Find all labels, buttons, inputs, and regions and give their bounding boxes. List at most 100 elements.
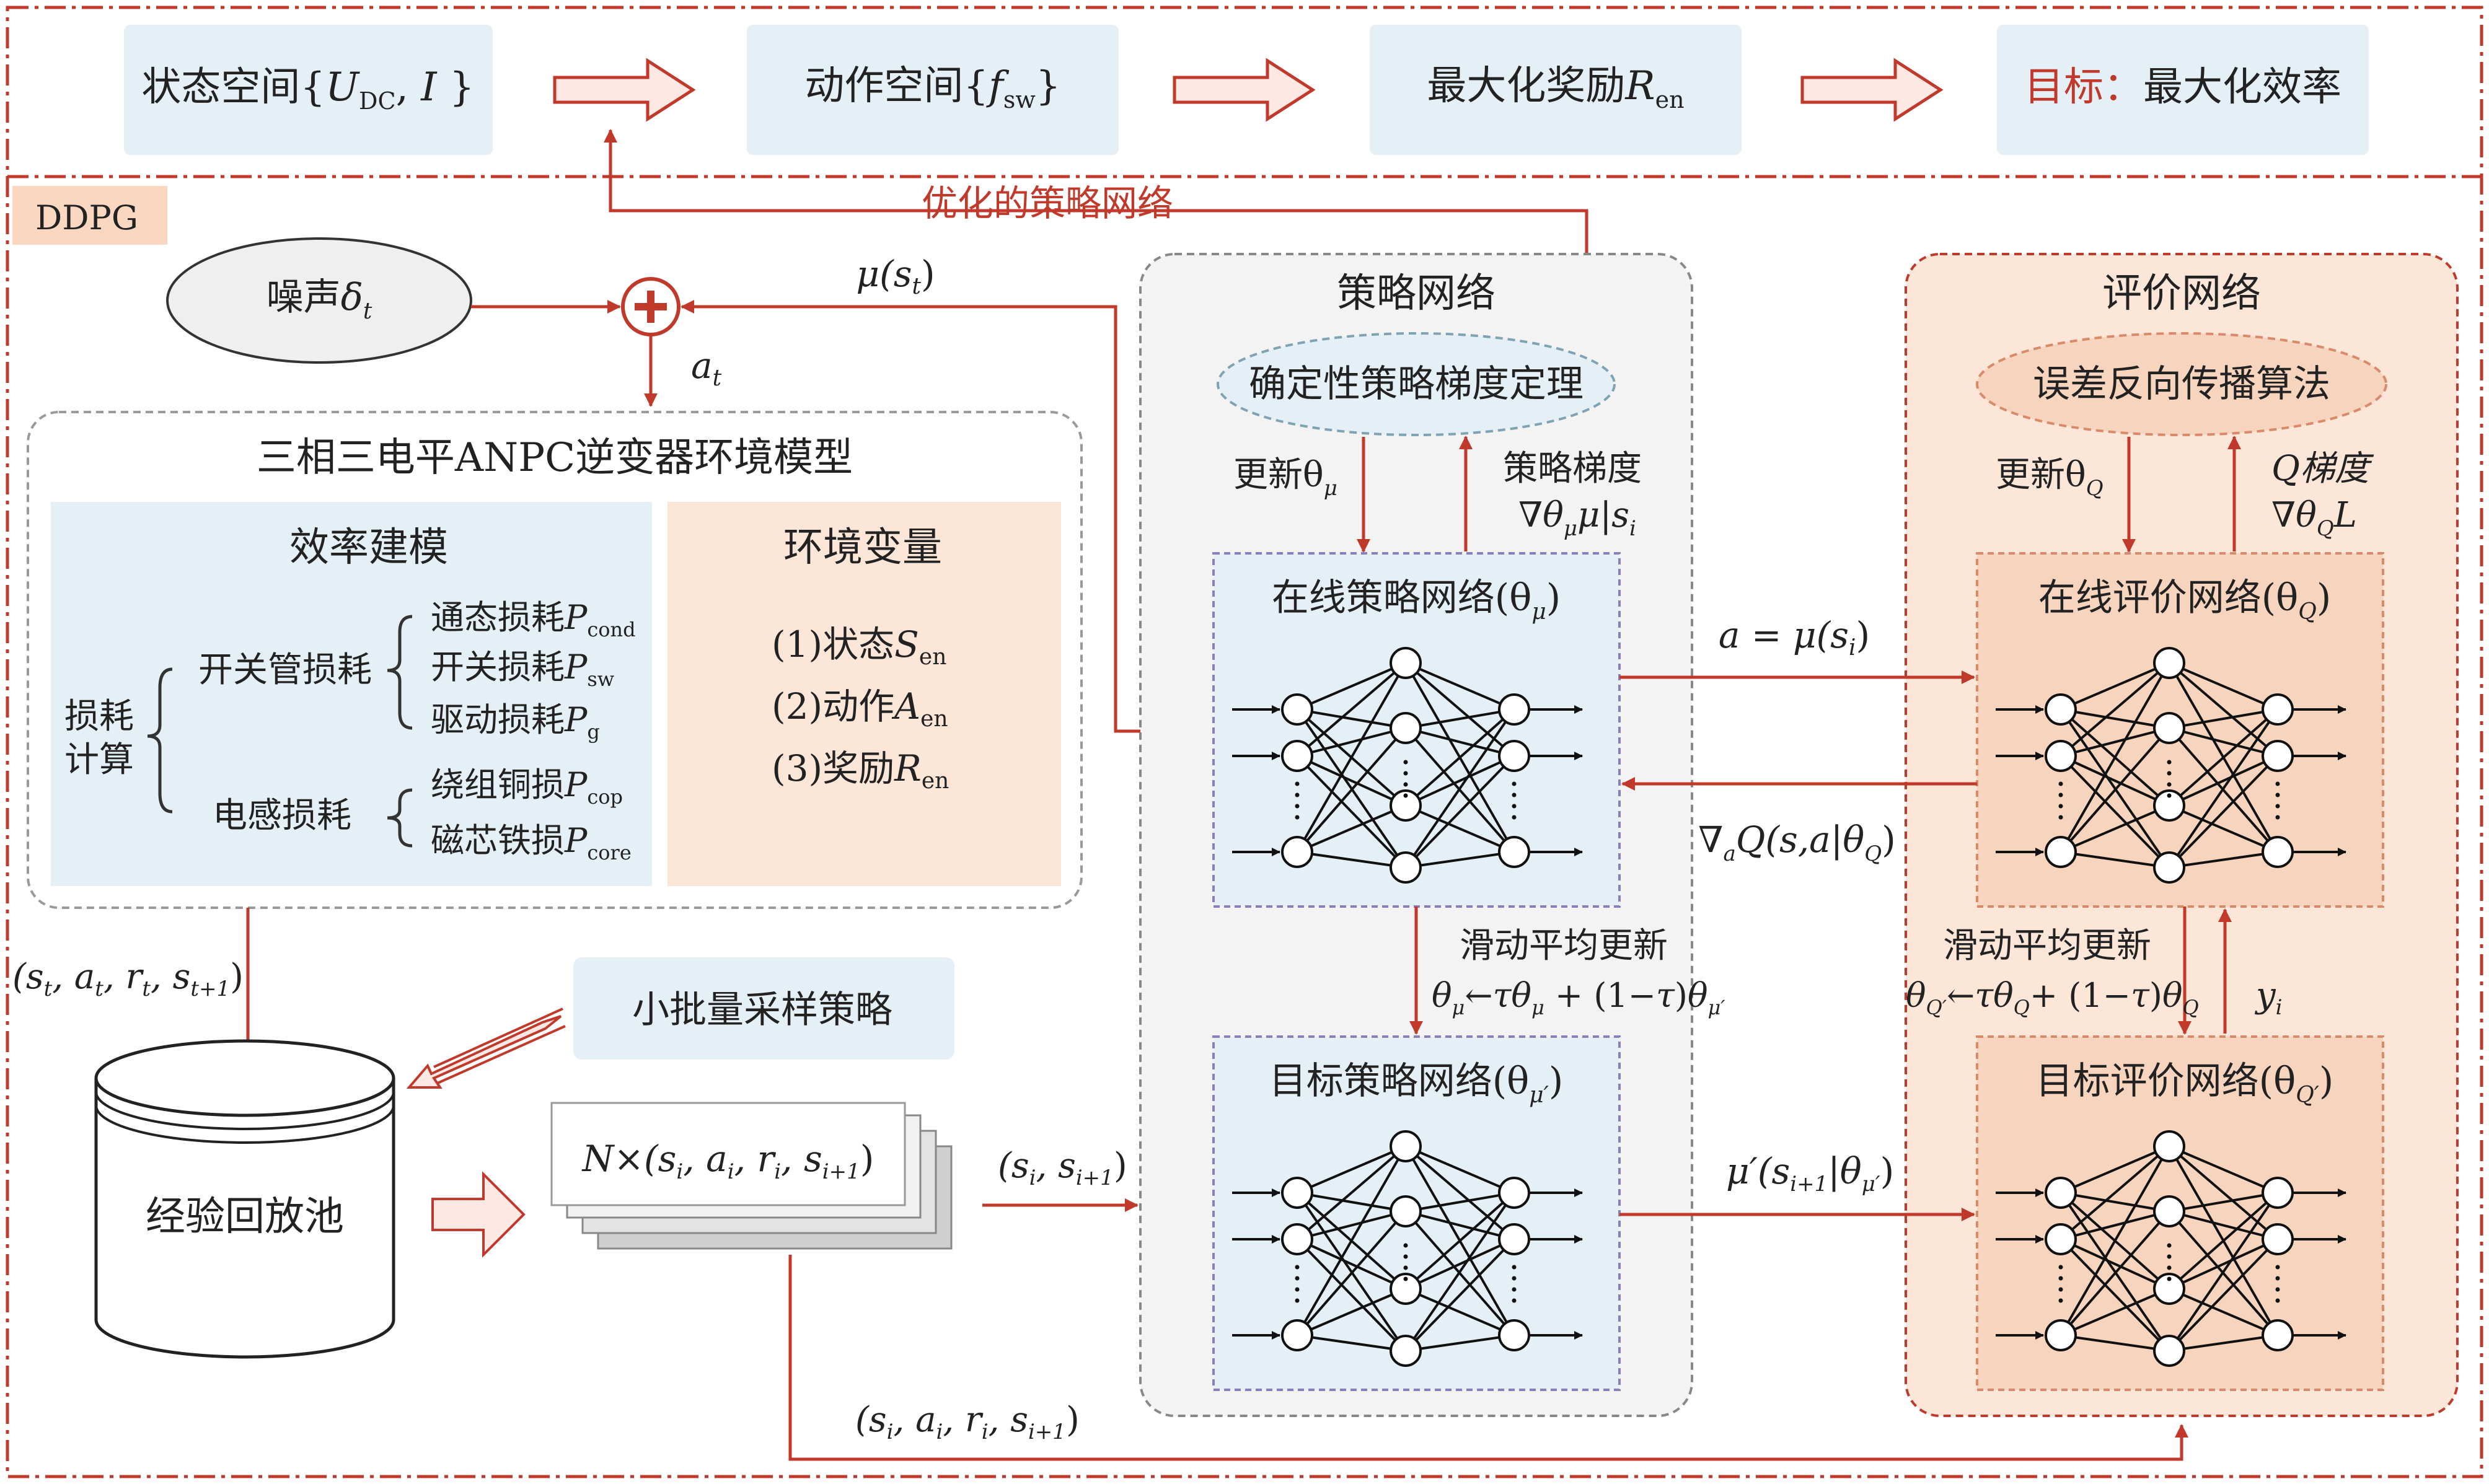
top-flow: 状态空间{UDC, I } 动作空间{fsw} 最大化奖励Ren 目标：最大化效…: [124, 25, 2369, 155]
loss-item-cond: 通态损耗Pcond: [431, 598, 636, 641]
nn-ellipsis-dot: [1512, 1265, 1517, 1270]
nn-ellipsis-dot: [1512, 781, 1517, 786]
critic-gradient-label: Q梯度: [2271, 449, 2374, 489]
action-space-box: [747, 25, 1119, 155]
online-actor-title: 在线策略网络(θμ): [1272, 576, 1561, 625]
nn-node: [1281, 693, 1313, 726]
batch-to-critic: [788, 1255, 2188, 1461]
nn-ellipsis-dot: [1295, 1287, 1300, 1292]
max-reward-label: 最大化奖励Ren: [1427, 63, 1684, 113]
critic-update-label: 更新θQ: [1996, 455, 2104, 501]
nn-ellipsis-dot: [1295, 1265, 1300, 1270]
nn-ellipsis-dot: [2058, 1298, 2063, 1303]
nn-node: [1390, 1273, 1422, 1305]
environment-title: 三相三电平ANPC逆变器环境模型: [257, 435, 853, 481]
nn-node: [2045, 740, 2077, 772]
grad-q-label: ∇aQ(s,a|θQ): [1698, 819, 1896, 866]
nn-node: [1390, 789, 1422, 822]
nn-ellipsis-dot: [1295, 1276, 1300, 1281]
nn-ellipsis-dot: [1512, 804, 1517, 809]
optimized-policy-path: [604, 129, 1588, 255]
nn-node: [1498, 1223, 1530, 1255]
replay-pool-icon: [94, 1039, 395, 1359]
nn-ellipsis-dot: [2058, 815, 2063, 820]
nn-node: [1390, 647, 1422, 679]
nn-connections: [1296, 1145, 1515, 1352]
nn-ellipsis-dot: [1403, 771, 1408, 776]
loss-item-core: 磁芯铁损Pcore: [431, 821, 632, 864]
nn-node: [2153, 712, 2185, 744]
nn-node: [2262, 836, 2294, 868]
loss-item-sw: 开关损耗Psw: [431, 648, 614, 691]
nn-node: [2045, 1319, 2077, 1351]
nn-node: [1390, 1130, 1422, 1162]
nn-ellipsis-dot: [2167, 771, 2172, 776]
mu-prime-label: μ′(si+1|θμ′): [1726, 1150, 1894, 1196]
nn-ellipsis-dot: [1512, 1276, 1517, 1281]
online-critic-network-icon: [1996, 647, 2346, 884]
optimized-policy-label: 优化的策略网络: [922, 182, 1173, 224]
at-label: at: [691, 345, 722, 391]
loss-item-g: 驱动损耗Pg: [431, 700, 600, 744]
minibatch-arrow-shaft: [433, 1008, 566, 1084]
loss-item-cop: 绕组铜损Pcop: [431, 765, 623, 809]
root-brace: [147, 667, 173, 814]
batch-card-front: [550, 1102, 906, 1206]
max-reward-box: [1370, 25, 1742, 155]
nn-ellipsis-dot: [1295, 781, 1300, 786]
nn-node: [2262, 1177, 2294, 1209]
switch-brace: [387, 615, 413, 730]
env-vars-panel: [667, 502, 1061, 886]
replay-pool-label: 经验回放池: [146, 1194, 344, 1240]
target-critic-title: 目标评价网络(θQ′): [2036, 1060, 2334, 1108]
nn-node: [2262, 740, 2294, 772]
critic-soft-update-formula: θQ′←τθQ+ (1−τ)θQ: [1906, 976, 2199, 1019]
nn-ellipsis-dot: [2167, 1254, 2172, 1259]
nn-node: [1281, 836, 1313, 868]
nn-node: [1390, 851, 1422, 884]
minibatch-box: [573, 957, 954, 1060]
loss-calc-line2: 计算: [64, 740, 134, 780]
nn-node: [2153, 851, 2185, 884]
nn-node: [1390, 1335, 1422, 1367]
nn-ellipsis-dot: [1512, 1298, 1517, 1303]
a-eq-label: a = μ(si): [1719, 614, 1870, 661]
actor-gradient-label: 策略梯度: [1503, 449, 1642, 489]
ddpg-tag-box: [12, 186, 167, 245]
inductor-brace: [387, 788, 413, 848]
critic-backprop-ellipse: [1976, 332, 2387, 436]
minibatch-arrow: [406, 1015, 562, 1089]
efficiency-model-panel: [51, 502, 652, 886]
nn-ellipsis-dot: [1403, 782, 1408, 787]
nn-ellipsis-dot: [1403, 1276, 1408, 1281]
nn-node: [1498, 1177, 1530, 1209]
inductor-loss-label: 电感损耗: [213, 796, 351, 836]
nn-ellipsis-dot: [2167, 1276, 2172, 1281]
actor-title: 策略网络: [1337, 271, 1496, 317]
mu-st-label: μ(st): [856, 253, 935, 299]
pool-to-batch-arrow: [431, 1171, 526, 1258]
flow-arrow-1: [553, 58, 696, 122]
nn-ellipsis-dot: [2275, 804, 2280, 809]
nn-connections: [1296, 662, 1515, 869]
nn-ellipsis-dot: [2275, 792, 2280, 797]
nn-node: [2045, 1223, 2077, 1255]
critic-gradient-formula: ∇θQL: [2271, 495, 2357, 541]
env-var-state: (1)状态Sen: [772, 623, 946, 670]
goal-label: 目标：最大化效率: [2024, 64, 2341, 110]
nn-node: [2153, 1130, 2185, 1162]
nn-ellipsis-dot: [2275, 781, 2280, 786]
nn-ellipsis-dot: [2275, 1287, 2280, 1292]
nn-node: [2153, 1273, 2185, 1305]
nn-node: [1281, 1319, 1313, 1351]
target-critic-network-icon: [1996, 1130, 2346, 1367]
ddpg-tag: DDPG: [35, 198, 138, 237]
target-actor-title: 目标策略网络(θμ′): [1269, 1060, 1564, 1108]
nn-node: [1281, 1223, 1313, 1255]
nn-node: [2045, 693, 2077, 726]
nn-ellipsis-dot: [2058, 792, 2063, 797]
flow-arrow-3: [1800, 58, 1944, 122]
online-actor-network-icon: [1232, 647, 1583, 884]
nn-ellipsis-dot: [2167, 782, 2172, 787]
